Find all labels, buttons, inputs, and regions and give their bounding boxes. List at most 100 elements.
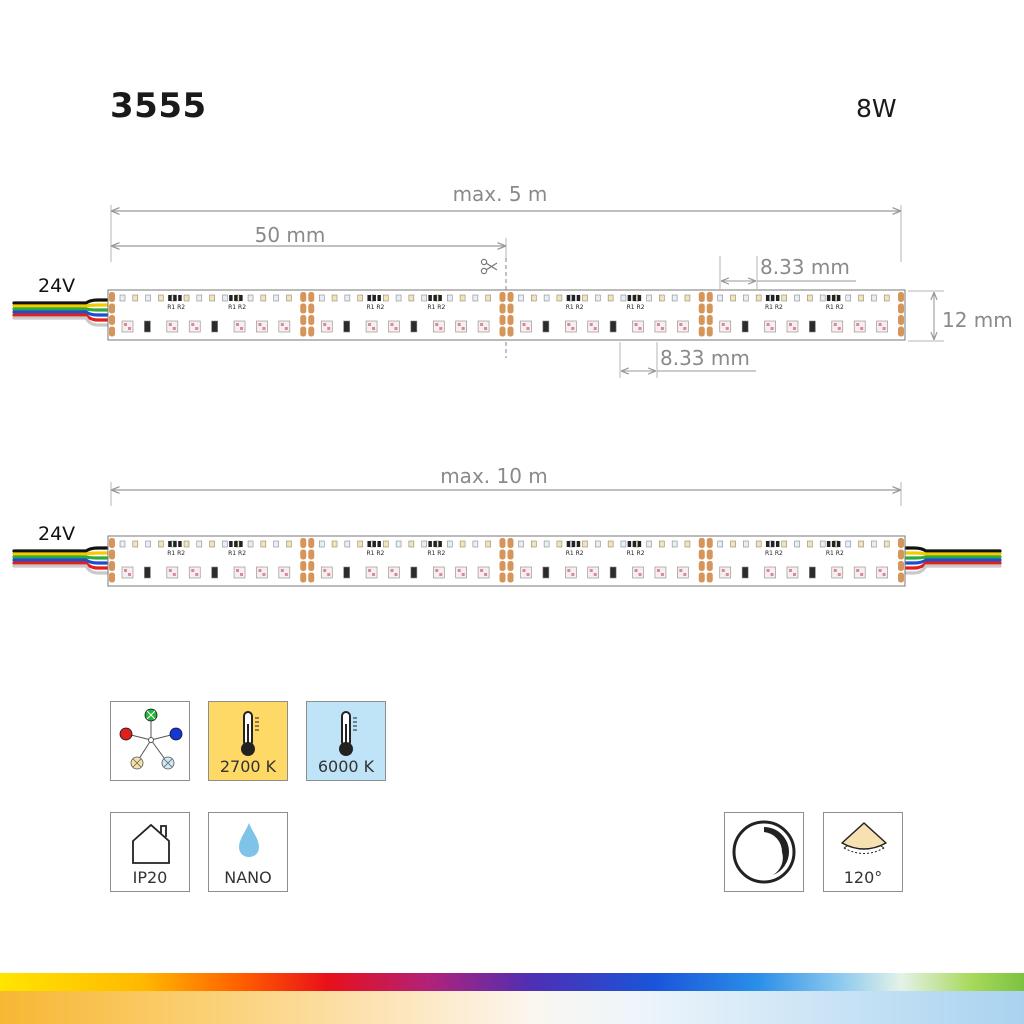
led-chip — [755, 540, 762, 548]
resistor — [372, 541, 376, 547]
led-chip — [543, 294, 550, 302]
resistor-label: R1 R2 — [566, 304, 584, 311]
led-chip — [119, 540, 126, 548]
led-chip — [209, 294, 215, 302]
led-chip — [781, 294, 788, 302]
led-chip — [684, 294, 691, 302]
resistor — [144, 566, 151, 579]
resistor — [178, 541, 182, 547]
resistor — [234, 541, 238, 547]
led-chip — [132, 294, 139, 302]
resistor — [438, 295, 442, 301]
led-chip — [273, 540, 279, 548]
rgb-led — [121, 566, 134, 579]
resistor — [836, 541, 841, 547]
rgb-led — [365, 566, 378, 579]
resistor — [566, 541, 571, 547]
led-chip — [781, 540, 788, 548]
resistor-label: R1 R2 — [167, 304, 185, 311]
rgb-led — [876, 320, 888, 333]
nano-coating-label: NANO — [224, 868, 272, 887]
solder-pad — [300, 538, 307, 583]
resistor — [343, 566, 350, 579]
rgb-spectrum-bar — [0, 973, 1024, 991]
solder-pad — [308, 538, 315, 583]
rgb-led — [233, 566, 246, 579]
wire — [12, 316, 112, 327]
resistor — [831, 295, 836, 301]
led-chip — [607, 294, 614, 302]
led-chip — [807, 540, 813, 548]
resistor — [741, 566, 749, 579]
resistor-label: R1 R2 — [826, 304, 844, 311]
scissors-icon — [480, 258, 498, 275]
led-chip — [620, 294, 627, 302]
wire — [12, 310, 112, 317]
resistor-label: R1 R2 — [366, 550, 384, 557]
rgb-led — [853, 566, 866, 579]
resistor-label: R1 R2 — [228, 550, 246, 557]
rgb-led — [188, 320, 201, 333]
pad-spacing-top-label: 8.33 mm — [760, 255, 850, 279]
rgb-led — [587, 320, 600, 333]
solder-pad — [898, 538, 904, 583]
rgb-led — [166, 320, 179, 333]
led-chip — [582, 540, 588, 548]
led-chip — [730, 540, 736, 548]
led-chip — [421, 294, 427, 302]
solder-pad — [706, 292, 713, 337]
resistor — [609, 320, 617, 333]
rgb-led — [831, 566, 844, 579]
wire — [12, 555, 112, 560]
resistor — [239, 295, 243, 301]
led-chip — [531, 540, 537, 548]
cut-length-label: 50 mm — [255, 223, 326, 247]
power-rating: 8W — [856, 94, 897, 123]
led-chip — [145, 294, 151, 302]
led-chip — [794, 540, 800, 548]
resistor — [410, 566, 418, 579]
voltage-label-bottom: 24V — [38, 523, 75, 545]
pad-spacing-bottom-label: 8.33 mm — [660, 346, 750, 370]
led-chip — [858, 294, 864, 302]
resistor-label: R1 R2 — [228, 304, 246, 311]
cool-white-label: 6000 K — [317, 757, 375, 776]
led-chip — [357, 540, 363, 548]
led-chip — [659, 540, 665, 548]
led-chip — [871, 540, 877, 548]
wire — [12, 551, 112, 556]
wire-bundle-right — [900, 546, 1002, 575]
wire — [12, 546, 112, 553]
resistor — [542, 566, 550, 579]
resistor — [765, 295, 770, 301]
wire — [900, 551, 1002, 556]
resistor — [632, 541, 637, 547]
resistor — [571, 295, 576, 301]
led-chip — [717, 540, 723, 548]
resistor — [211, 320, 218, 333]
cct-spectrum-bar — [0, 991, 1024, 1024]
resistor — [571, 541, 576, 547]
wire — [12, 298, 112, 305]
led-chip — [132, 540, 139, 548]
resistor — [367, 295, 371, 301]
solder-pad — [499, 292, 506, 337]
resistor — [741, 320, 749, 333]
led-chip — [357, 294, 363, 302]
resistor — [239, 541, 243, 547]
led-chip — [196, 540, 203, 548]
led-chip — [447, 294, 453, 302]
led-chip — [222, 540, 228, 548]
beam-angle-icon: 120° — [823, 812, 903, 892]
resistor — [836, 295, 841, 301]
solder-pad — [300, 292, 307, 337]
rgb-led — [786, 320, 799, 333]
resistor — [632, 295, 637, 301]
resistor — [770, 295, 775, 301]
wire — [900, 564, 1002, 575]
solder-pad — [698, 292, 705, 337]
led-chip — [459, 540, 466, 548]
led-chip — [395, 540, 402, 548]
